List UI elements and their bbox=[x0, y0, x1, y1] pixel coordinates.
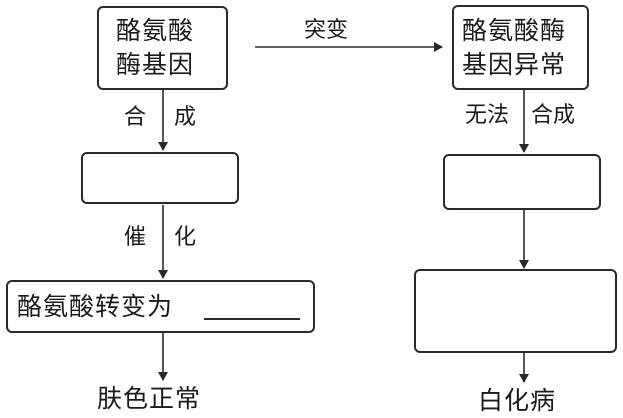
right-outcome: 白化病 bbox=[478, 386, 557, 415]
mutation-label: 突变 bbox=[304, 18, 349, 43]
left-gene-box: 酪氨酸 酶基因 bbox=[97, 6, 228, 90]
right-gene-line1: 酪氨酸酶 bbox=[462, 16, 567, 45]
left-enzyme-blank-box bbox=[81, 152, 239, 204]
right-gene-box: 酪氨酸酶 基因异常 bbox=[452, 5, 589, 90]
right-gene-line2: 基因异常 bbox=[462, 50, 567, 79]
left-outcome: 肤色正常 bbox=[97, 384, 202, 413]
conversion-box: 酪氨酸转变为 bbox=[6, 280, 315, 333]
right-large-blank-box bbox=[414, 269, 617, 353]
left-step1-label-a: 合 bbox=[124, 105, 147, 130]
left-step2-label-a: 催 bbox=[124, 225, 147, 250]
conversion-text: 酪氨酸转变为 bbox=[17, 292, 174, 321]
left-step2-label-b: 化 bbox=[174, 225, 197, 250]
left-gene-line2: 酶基因 bbox=[116, 50, 195, 79]
right-step1-label-b: 合成 bbox=[531, 103, 576, 128]
left-gene-line1: 酪氨酸 bbox=[116, 16, 195, 45]
right-step1-label-a: 无法 bbox=[465, 103, 510, 128]
right-enzyme-blank-box bbox=[443, 154, 601, 210]
conversion-answer-blank bbox=[204, 318, 300, 320]
left-step1-label-b: 成 bbox=[174, 105, 197, 130]
